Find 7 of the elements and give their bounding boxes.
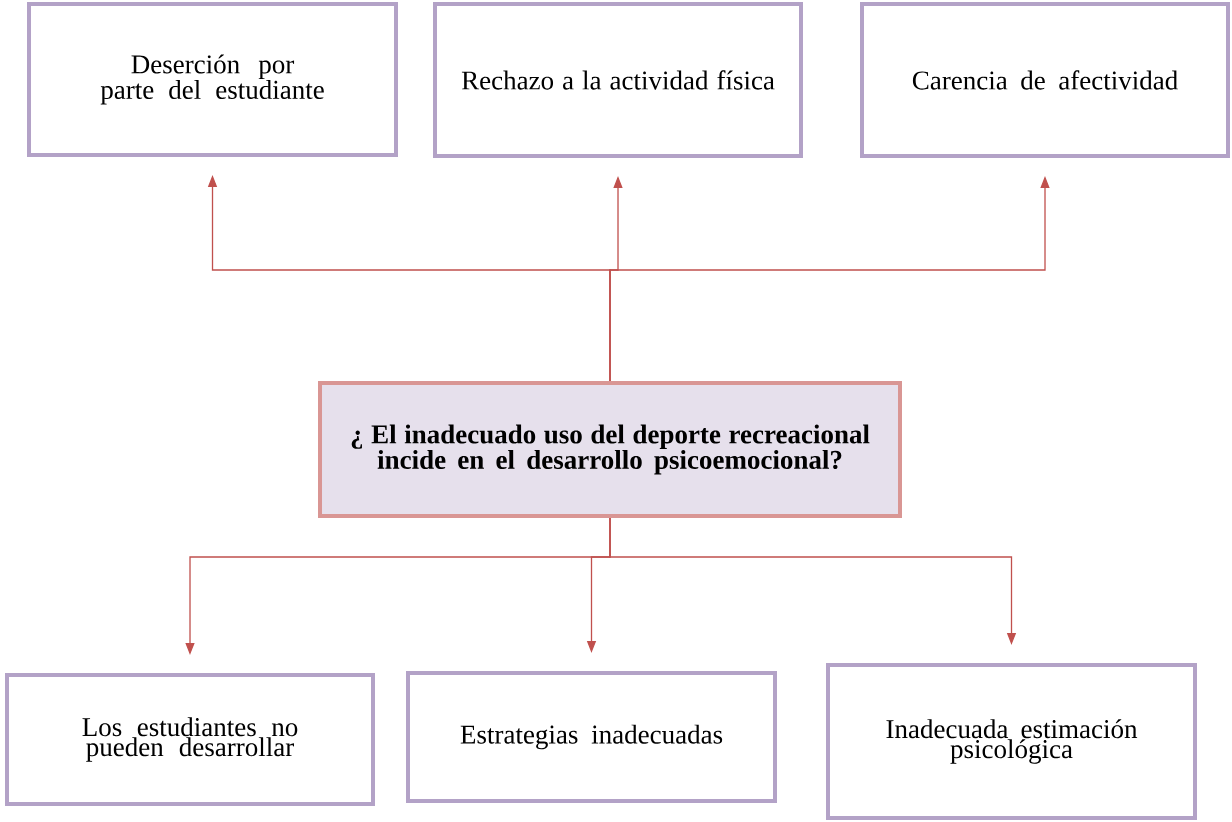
cause-box: Estrategias inadecuadas xyxy=(406,671,777,803)
effect-box: Carencia de afectividad xyxy=(860,2,1230,158)
cause-box: Inadecuada estimación psicológica xyxy=(826,663,1197,820)
effect-box: Rechazo a la actividad física xyxy=(433,2,803,158)
effect-box: Deserción por parte del estudiante xyxy=(27,2,398,157)
question-box: ¿ El inadecuado uso del deporte recreacional incide en el desarrollo psicoemocional? xyxy=(318,381,902,518)
cause-box: Los estudiantes no pueden desarrollar xyxy=(5,673,375,806)
